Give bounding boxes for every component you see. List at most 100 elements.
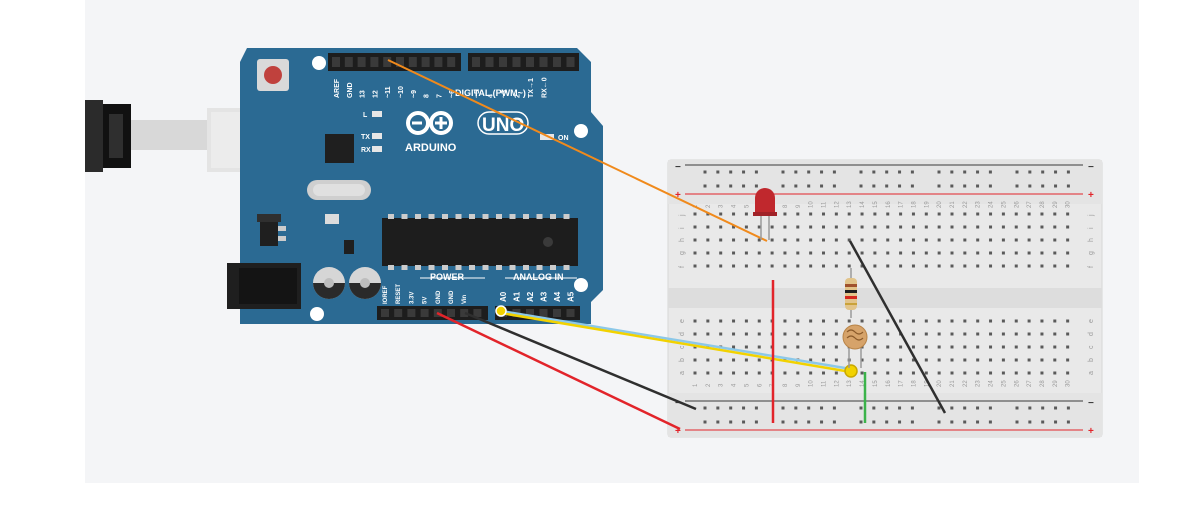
svg-text:6: 6: [757, 383, 763, 387]
header-pin[interactable]: [553, 57, 561, 67]
header-pin[interactable]: [332, 57, 340, 67]
header-pin[interactable]: [408, 57, 417, 67]
breadboard-holes[interactable]: [693, 170, 1070, 424]
svg-text:c: c: [1088, 345, 1095, 349]
pin-label: A1: [513, 291, 522, 302]
rail-minus-top-right: −: [1088, 162, 1094, 173]
digital-header-right[interactable]: [468, 53, 579, 71]
pin-label: RESET: [396, 284, 402, 304]
header-pin[interactable]: [512, 57, 521, 67]
header-pin[interactable]: [420, 309, 429, 317]
header-pin[interactable]: [539, 309, 548, 317]
wire-gnd-black[interactable]: [464, 311, 697, 411]
header-pin[interactable]: [526, 57, 534, 67]
wire-a0-accent[interactable]: [500, 309, 852, 371]
wire-end-sensor[interactable]: [844, 364, 858, 378]
photoresistor[interactable]: [842, 324, 868, 368]
wire-pin13-led[interactable]: [387, 59, 768, 242]
svg-text:10: 10: [809, 380, 815, 387]
pin-label: AREF: [334, 78, 341, 98]
digital-pins: [332, 57, 575, 67]
svg-text:10: 10: [809, 201, 815, 208]
header-pin[interactable]: [370, 57, 379, 67]
svg-text:23: 23: [976, 380, 982, 387]
svg-text:i: i: [1088, 227, 1095, 229]
header-pin[interactable]: [460, 309, 469, 317]
header-pin[interactable]: [394, 309, 403, 317]
header-pin[interactable]: [485, 57, 494, 67]
header-pin[interactable]: [499, 57, 507, 67]
pin-label: 12: [372, 90, 379, 98]
atmega-chip: [382, 214, 578, 270]
led-label-tx: TX: [361, 134, 370, 141]
pin-label: GND: [436, 290, 442, 304]
small-component: [325, 214, 339, 224]
header-pin[interactable]: [472, 57, 480, 67]
svg-text:4: 4: [732, 204, 738, 208]
pin-label: A2: [526, 291, 535, 302]
pin-label: A5: [567, 291, 576, 302]
header-pin[interactable]: [407, 309, 416, 317]
svg-text:16: 16: [886, 201, 892, 208]
svg-text:5: 5: [744, 383, 750, 387]
mount-hole: [574, 124, 588, 138]
svg-text:UNO: UNO: [482, 115, 524, 136]
svg-text:22: 22: [963, 201, 969, 208]
reset-button[interactable]: [257, 59, 289, 91]
header-pin[interactable]: [383, 57, 392, 67]
wire-power-red[interactable]: [436, 311, 681, 431]
header-pin[interactable]: [434, 57, 443, 67]
header-pin[interactable]: [539, 57, 548, 67]
power-header[interactable]: [377, 306, 488, 320]
svg-text:2: 2: [706, 204, 712, 208]
svg-text:j: j: [1088, 214, 1095, 217]
svg-text:11: 11: [822, 201, 828, 208]
header-pin[interactable]: [566, 57, 575, 67]
rail-minus-bottom-right: −: [1088, 398, 1094, 409]
header-pin[interactable]: [566, 309, 575, 317]
header-pin[interactable]: [357, 57, 366, 67]
header-pin[interactable]: [473, 309, 482, 317]
header-pin[interactable]: [381, 309, 389, 317]
red-led[interactable]: [753, 188, 777, 240]
svg-text:j: j: [679, 214, 686, 217]
svg-text:3: 3: [719, 383, 725, 387]
header-pin[interactable]: [447, 309, 455, 317]
small-chip: [344, 240, 354, 254]
header-pin[interactable]: [447, 57, 456, 67]
svg-text:28: 28: [1040, 380, 1046, 387]
header-pin[interactable]: [526, 309, 534, 317]
svg-text:2: 2: [706, 383, 712, 387]
pin-label: ~9: [411, 90, 418, 98]
wires[interactable]: [387, 59, 947, 431]
dc-power-jack[interactable]: [227, 263, 301, 309]
header-pin[interactable]: [344, 57, 353, 67]
resistor[interactable]: [845, 268, 857, 318]
mount-hole: [574, 278, 588, 292]
pin-label: RX←0: [542, 77, 549, 98]
svg-text:8: 8: [783, 204, 789, 208]
svg-text:14: 14: [860, 380, 866, 387]
header-pin[interactable]: [396, 57, 404, 67]
wire-gnd-diagonal[interactable]: [848, 240, 947, 414]
header-pin[interactable]: [421, 57, 430, 67]
pin-label: 4: [488, 94, 495, 98]
svg-text:g: g: [1088, 251, 1095, 255]
svg-text:d: d: [679, 332, 686, 336]
brand-label: ARDUINO: [405, 142, 457, 154]
pin-label: A3: [540, 291, 549, 302]
pin-label: TX→1: [528, 78, 535, 98]
svg-text:25: 25: [1001, 201, 1007, 208]
arduino-logo: [406, 111, 453, 135]
wire-a0-sensor[interactable]: [500, 311, 852, 374]
svg-text:16: 16: [886, 380, 892, 387]
analog-label: ANALOG IN: [513, 272, 564, 282]
wire-end-a0[interactable]: [495, 305, 507, 317]
svg-text:h: h: [679, 238, 686, 242]
svg-text:19: 19: [924, 201, 930, 208]
header-pin[interactable]: [553, 309, 561, 317]
breadboard[interactable]: − + − + − + − + 112233445566778899101011…: [667, 159, 1103, 438]
